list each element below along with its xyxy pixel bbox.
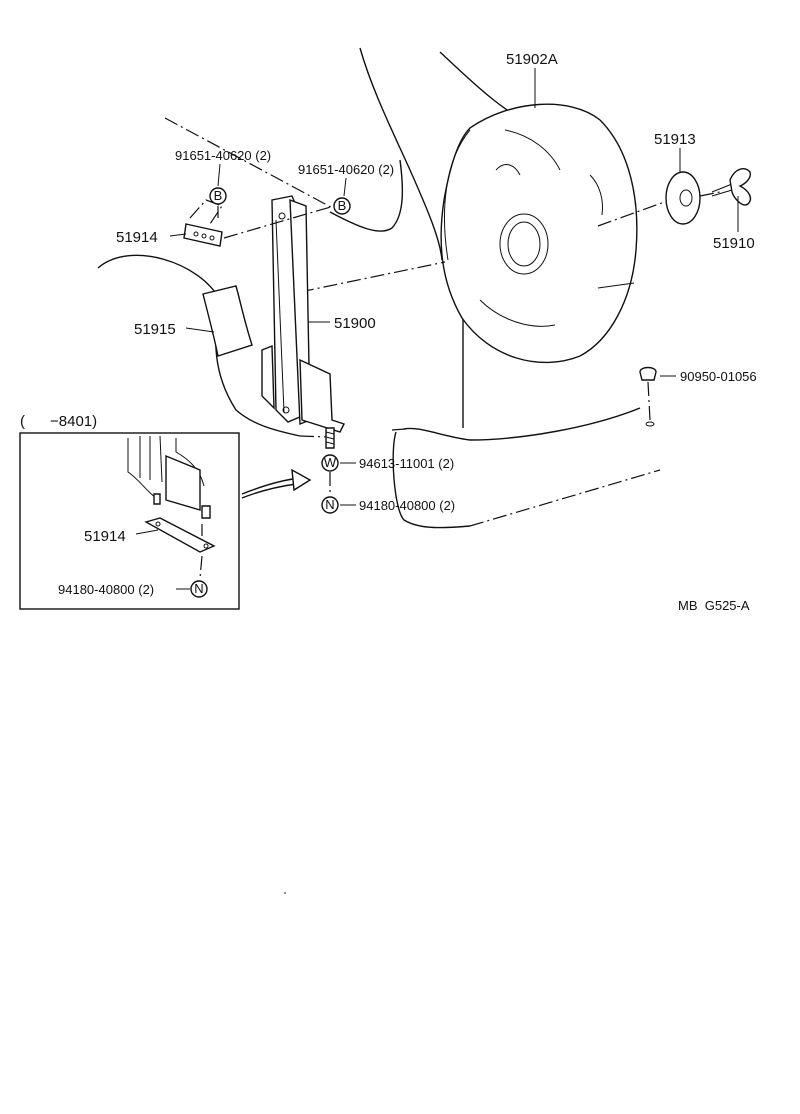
bolt-stack xyxy=(325,427,356,506)
label-94180-main: 94180-40800 (2) xyxy=(359,498,455,513)
label-51915: 51915 xyxy=(134,321,176,338)
nut-symbol-n-inset-letter: N xyxy=(194,581,203,596)
label-94613: 94613-11001 (2) xyxy=(359,456,454,471)
label-51914-top: 51914 xyxy=(116,229,158,246)
spare-tire-cover xyxy=(440,103,638,364)
label-51914-inset: 51914 xyxy=(84,528,126,545)
label-51900: 51900 xyxy=(334,315,376,332)
inset-title: ( −8401) xyxy=(20,413,97,430)
hub-cap-51913 xyxy=(665,148,701,225)
bolt-symbol-b-2: B xyxy=(333,197,351,215)
nut-symbol-n-main: N xyxy=(321,496,339,514)
nut-symbol-n-inset: N xyxy=(190,580,208,598)
washer-symbol-w: W xyxy=(321,454,339,472)
bolt-symbol-b-1: B xyxy=(209,187,227,205)
label-94180-inset: 94180-40800 (2) xyxy=(58,582,154,597)
bolt-symbol-b-2-letter: B xyxy=(338,198,347,213)
wing-bolt-51910 xyxy=(711,168,752,232)
label-90950: 90950-01056 xyxy=(680,369,757,384)
carrier-bracket-51900 xyxy=(261,195,345,433)
bolt-symbol-b-1-letter: B xyxy=(214,188,223,203)
pad-51915 xyxy=(185,285,253,357)
label-91651-a: 91651-40620 (2) xyxy=(175,148,271,163)
label-91651-b: 91651-40620 (2) xyxy=(298,162,394,177)
plate-51914-top xyxy=(169,199,223,247)
nut-symbol-n-main-letter: N xyxy=(325,497,334,512)
label-51902a: 51902A xyxy=(506,51,558,68)
label-51910: 51910 xyxy=(713,235,755,252)
label-51913: 51913 xyxy=(654,131,696,148)
reference-code: MB G525-A xyxy=(678,598,750,613)
grommet-90950 xyxy=(639,366,676,427)
inset-box xyxy=(19,432,240,610)
washer-symbol-w-letter: W xyxy=(324,455,337,470)
